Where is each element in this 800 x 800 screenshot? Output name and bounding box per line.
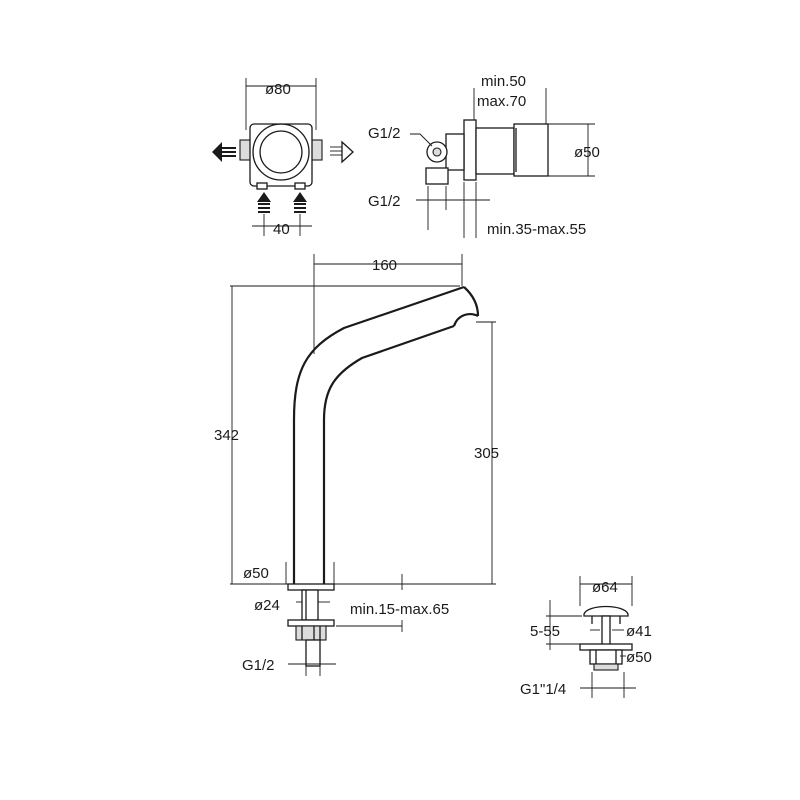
spout-stem-diameter-label: ø24 <box>254 597 280 614</box>
drain-thread-label: G1"1/4 <box>520 681 566 698</box>
side-depth-min-label: min.50 <box>481 73 526 90</box>
drain-gap-range-label: 5-55 <box>530 623 560 640</box>
spout-outlet-height-label: 305 <box>474 445 499 462</box>
side-thread-bottom-label: G1/2 <box>368 193 401 210</box>
side-depth-max-label: max.70 <box>477 93 526 110</box>
outlet-arrow-icon <box>212 142 236 162</box>
inlet-spacing-label: 40 <box>273 221 290 238</box>
side-thread-top-label: G1/2 <box>368 125 401 142</box>
knob-diameter-label: ø50 <box>574 144 600 161</box>
mixer-body-front-view: ø80 <box>212 78 354 238</box>
spout-thread-label: G1/2 <box>242 657 275 674</box>
wall-range-label: min.35-max.55 <box>487 221 586 238</box>
drain-neck-diameter-label: ø41 <box>626 623 652 640</box>
hot-inlet-arrow-icon <box>257 192 271 213</box>
spout-base-diameter-label: ø50 <box>243 565 269 582</box>
deck-thickness-label: min.15-max.65 <box>350 601 449 618</box>
mixer-diameter-label: ø80 <box>265 81 291 98</box>
drain-flange-diameter-label: ø50 <box>626 649 652 666</box>
cold-inlet-arrow-icon <box>293 192 307 213</box>
drain-cap-diameter-label: ø64 <box>592 579 618 596</box>
drain-elevation: ø64 5-55 ø41 ø50 G1"1/4 <box>520 576 652 698</box>
mixer-side-view: min.50 max.70 G1/2 ø50 G1/2 min.35-max.5… <box>368 73 600 238</box>
spout-height-label: 342 <box>214 427 239 444</box>
spout-elevation: 160 342 305 ø50 ø24 <box>214 254 499 676</box>
spout-reach-label: 160 <box>372 257 397 274</box>
alternate-outlet-arrow-icon <box>330 140 354 164</box>
